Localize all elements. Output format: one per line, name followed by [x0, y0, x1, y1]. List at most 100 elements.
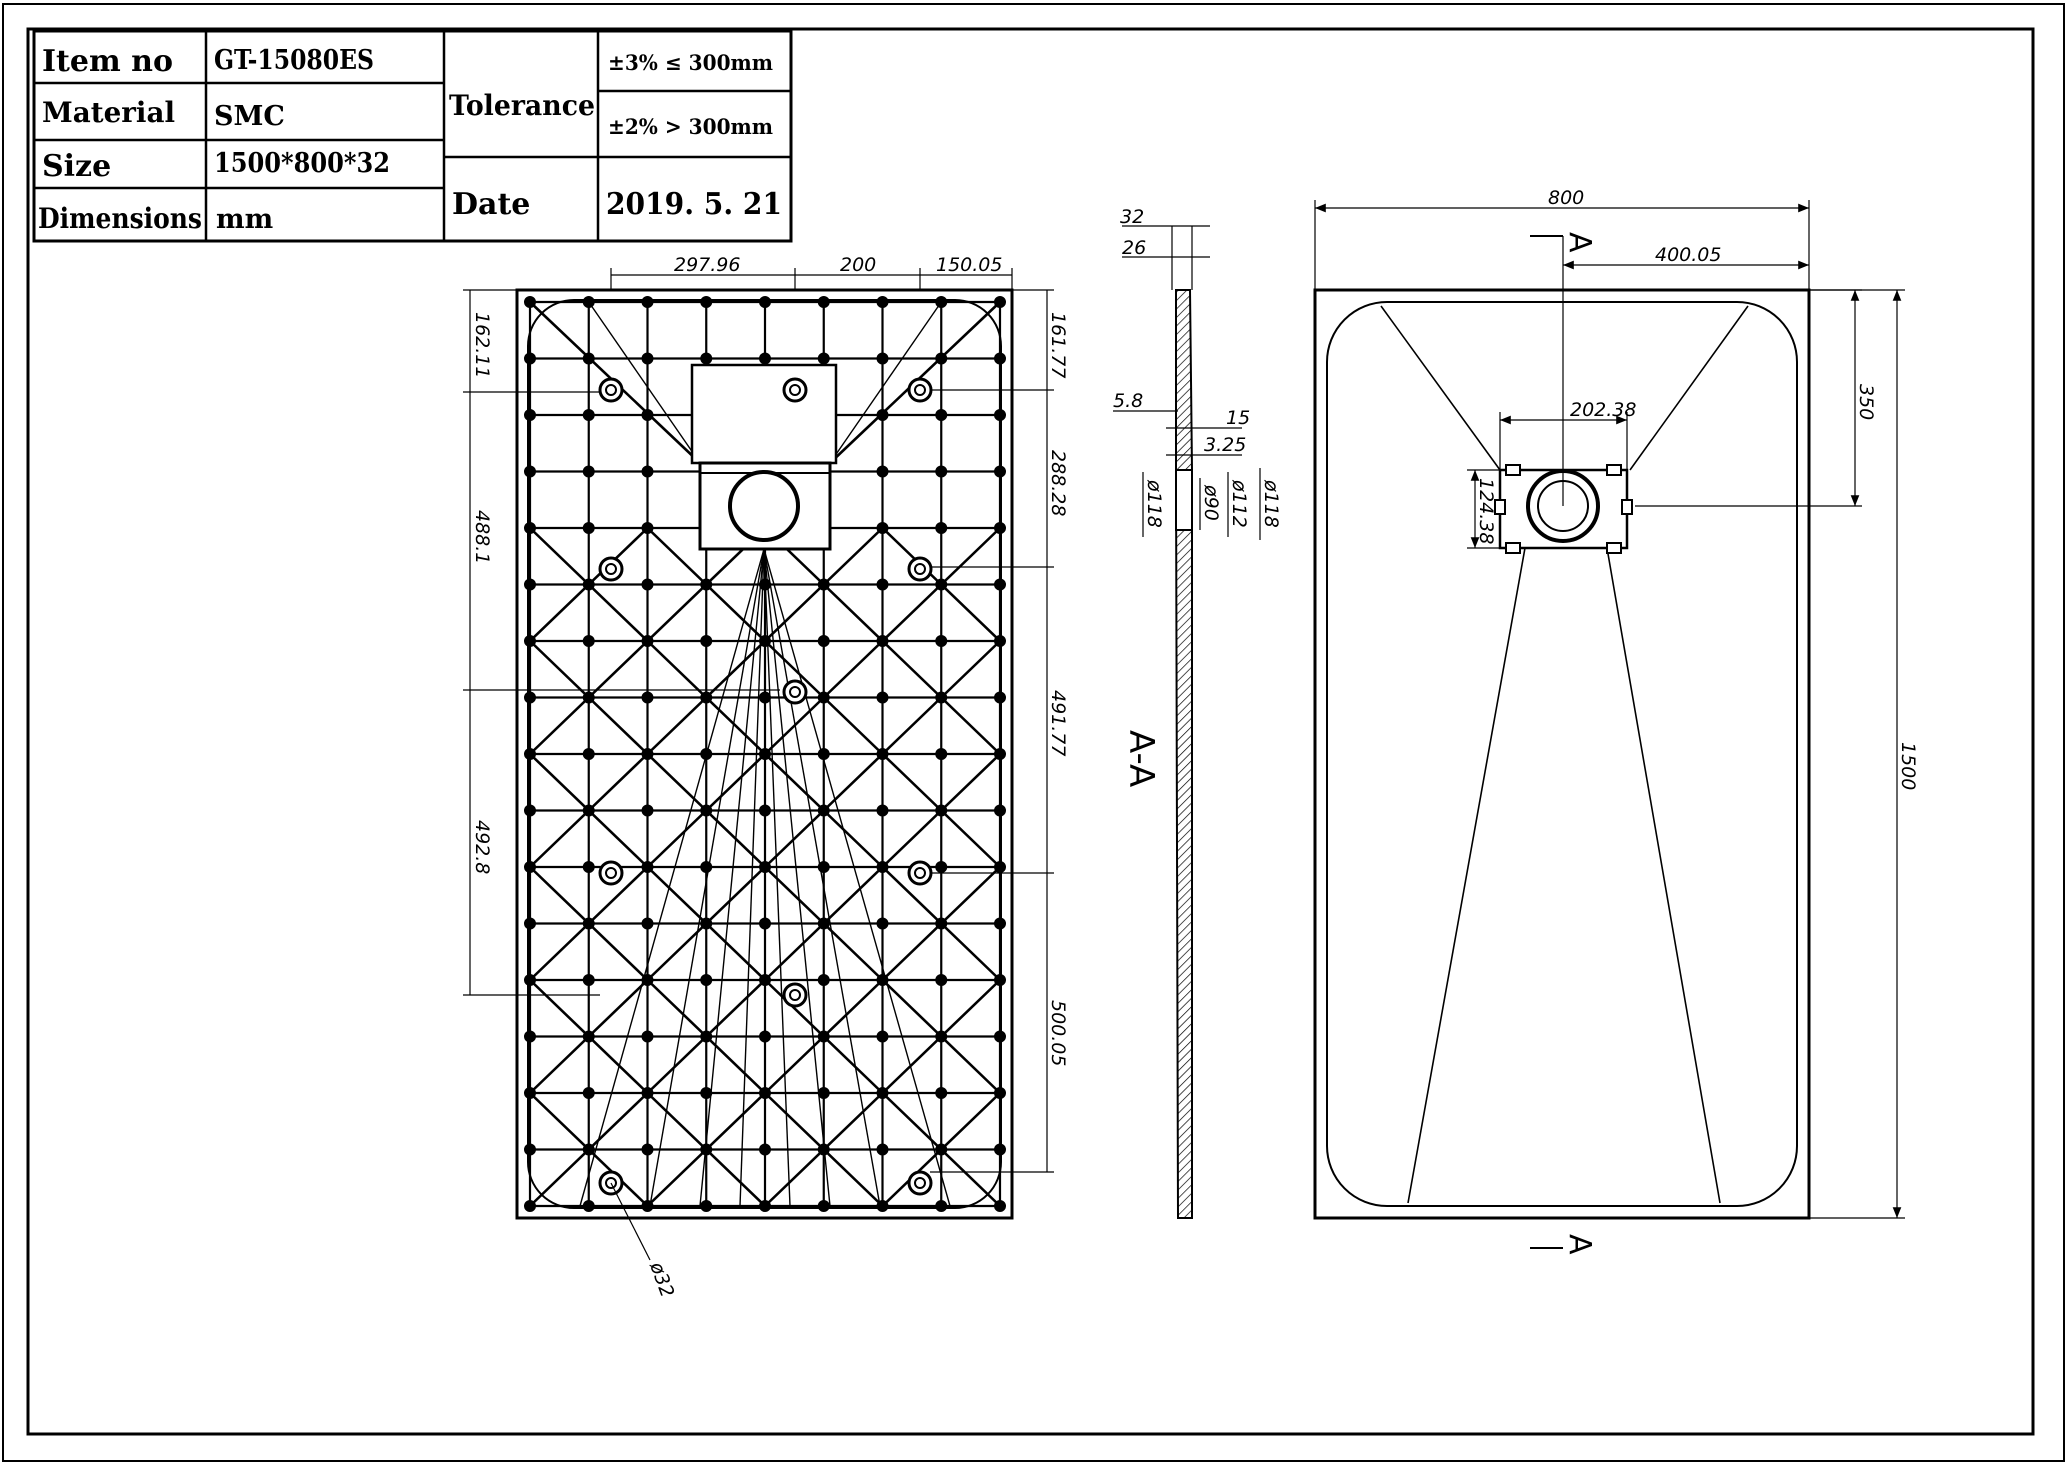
rib-node	[582, 804, 595, 817]
rib-node	[524, 974, 536, 986]
rib-node	[582, 578, 595, 591]
rib-node	[641, 635, 654, 647]
rib-node	[582, 522, 595, 534]
rib-node	[935, 691, 948, 704]
section-label: A-A	[1121, 730, 1161, 787]
rib-node	[876, 974, 889, 986]
title-block: Item no GT-15080ES Material SMC Size 150…	[32, 29, 793, 243]
rib-node	[817, 635, 830, 647]
tray-inner-surface	[1326, 301, 1798, 1207]
rib-node	[817, 578, 830, 591]
rib-node	[994, 917, 1006, 930]
dim-right-161-77: 161.77	[1047, 312, 1069, 378]
rib-node	[524, 296, 536, 308]
dim-left-488-1: 488.1	[471, 510, 493, 564]
rib-node	[817, 691, 830, 704]
rib-node	[641, 748, 654, 760]
section-dim-5-8: 5.8	[1113, 390, 1143, 412]
material-value: SMC	[214, 101, 285, 132]
rib-node	[876, 748, 889, 760]
rib-node	[641, 409, 654, 421]
rib-node	[935, 917, 948, 930]
rib-node	[759, 917, 771, 930]
rib-node	[641, 1200, 654, 1212]
rib-node	[759, 748, 771, 760]
rib-node	[582, 1143, 595, 1156]
tray-outline-top	[1313, 288, 1811, 1220]
mounting-hole-inner	[789, 686, 801, 698]
dim-top-150-05: 150.05	[936, 254, 1002, 276]
rib-node	[582, 635, 595, 647]
rib-node	[524, 748, 536, 760]
rib-node	[935, 1143, 948, 1156]
top-dim-drain-box-width: 202.38	[1570, 399, 1636, 421]
section-dia-118-left: ø118	[1143, 479, 1165, 528]
rib-line	[763, 548, 951, 1207]
rib-node	[994, 748, 1006, 760]
rib-node	[524, 522, 536, 534]
material-label: Material	[42, 96, 175, 129]
dim-left-162-11: 162.11	[471, 312, 493, 378]
section-profile	[1175, 289, 1193, 1219]
rib-node	[524, 917, 536, 930]
rib-node	[994, 578, 1006, 591]
rib-node	[817, 861, 830, 873]
rib-node	[876, 861, 889, 873]
rib-node	[759, 1087, 771, 1099]
rib-node	[759, 352, 771, 365]
rib-node	[524, 804, 536, 817]
rib-node	[700, 861, 713, 873]
rib-line	[829, 301, 942, 464]
rib-node	[876, 804, 889, 817]
section-dia-112: ø112	[1228, 479, 1250, 528]
top-dim-length: 1500	[1897, 742, 1919, 790]
rib-node	[524, 1143, 536, 1156]
rib-node	[524, 1087, 536, 1099]
rib-node	[700, 1087, 713, 1099]
rib-node	[817, 974, 830, 986]
mounting-hole-inner	[914, 563, 926, 575]
rib-node	[582, 861, 595, 873]
rib-node	[582, 1200, 595, 1212]
rib-node	[582, 1030, 595, 1043]
top-dim-drain-box-height: 124.38	[1475, 478, 1497, 544]
mounting-hole-inner	[914, 384, 926, 396]
rib-node	[817, 352, 830, 365]
top-dim-drain-from-top: 350	[1855, 384, 1877, 420]
rib-node	[700, 974, 713, 986]
date-label: Date	[452, 187, 530, 222]
rib-node	[935, 974, 948, 986]
rib-node	[759, 804, 771, 817]
rib-node	[994, 691, 1006, 704]
rib-node	[759, 635, 771, 647]
rib-node	[641, 917, 654, 930]
rib-node	[876, 1030, 889, 1043]
top-dim-drain-offset: 400.05	[1655, 244, 1721, 266]
rib-node	[582, 296, 595, 308]
rib-node	[876, 409, 889, 421]
drain-outlet-back	[728, 470, 800, 542]
rib-node	[700, 352, 713, 365]
mounting-hole-inner	[605, 867, 617, 879]
rib-node	[759, 1200, 771, 1212]
mounting-holes	[598, 377, 933, 1196]
rib-grid	[524, 296, 1006, 1212]
mounting-hole-inner	[914, 867, 926, 879]
section-view: 32 26 5.8 15 3.25 ø118 ø90 ø112 ø118 A-A	[1113, 206, 1282, 1219]
rib-node	[876, 691, 889, 704]
hole-diameter-callout: ø32	[645, 1258, 678, 1300]
rib-node	[994, 1030, 1006, 1043]
rib-node	[994, 804, 1006, 817]
rib-node	[759, 296, 771, 308]
dim-right-288-28: 288.28	[1047, 450, 1069, 516]
rib-node	[994, 409, 1006, 421]
section-dia-118-right: ø118	[1260, 479, 1282, 528]
rib-node	[700, 296, 713, 308]
rib-node	[994, 635, 1006, 647]
rib-node	[876, 465, 889, 478]
rib-node	[524, 635, 536, 647]
mounting-hole-inner	[789, 384, 801, 396]
rib-node	[524, 1030, 536, 1043]
rib-node	[817, 1087, 830, 1099]
rib-node	[582, 352, 595, 365]
